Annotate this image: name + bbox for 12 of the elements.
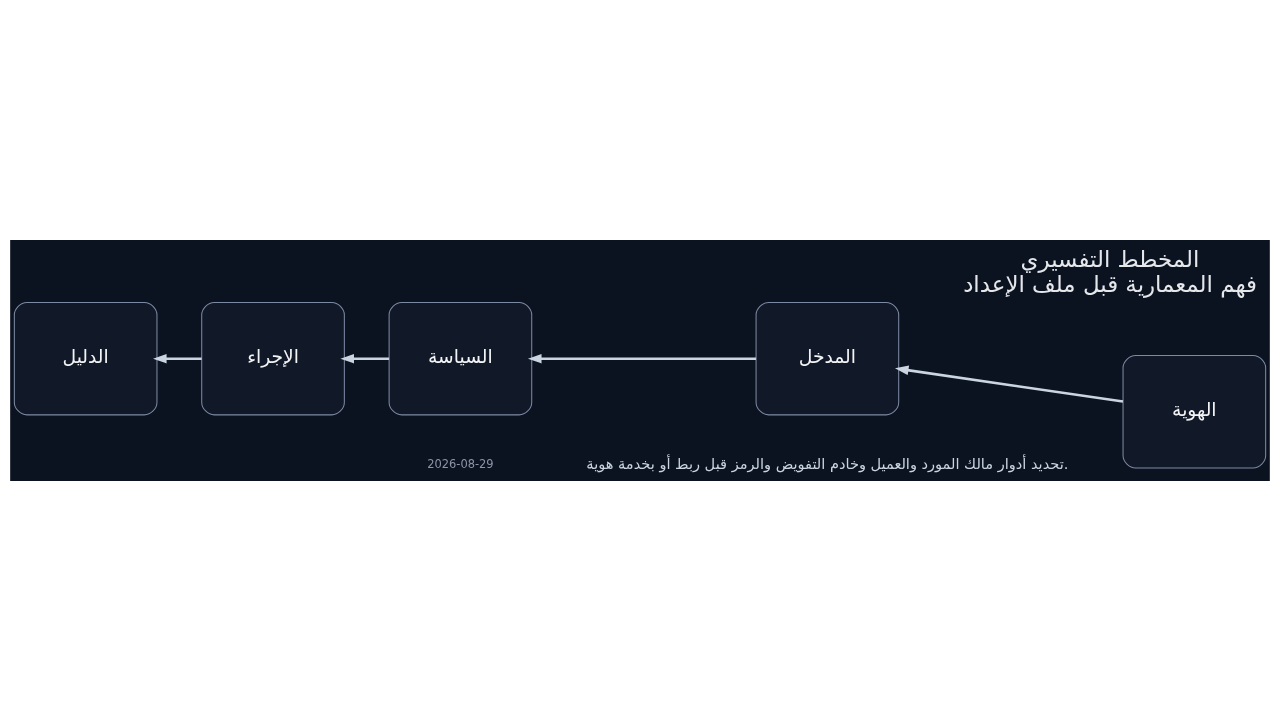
arrow <box>894 365 1124 403</box>
label: 2026-08-29 <box>427 456 494 471</box>
node-box: المدخل <box>755 301 900 415</box>
node-box: الهوية <box>1122 354 1267 468</box>
diagram-title: المخطط التفسيري <box>1020 245 1200 272</box>
arrow <box>153 353 202 363</box>
node-box: الإجراء <box>201 301 345 415</box>
arrow <box>527 353 756 363</box>
node-box: السياسة <box>388 301 533 415</box>
node-box: الدليل <box>13 301 158 415</box>
arrow <box>340 353 390 363</box>
label: تحديد أدوار مالك المورد والعميل وخادم التفويض والرمز قبل ربط أو بخدمة هوية. <box>586 454 1069 472</box>
